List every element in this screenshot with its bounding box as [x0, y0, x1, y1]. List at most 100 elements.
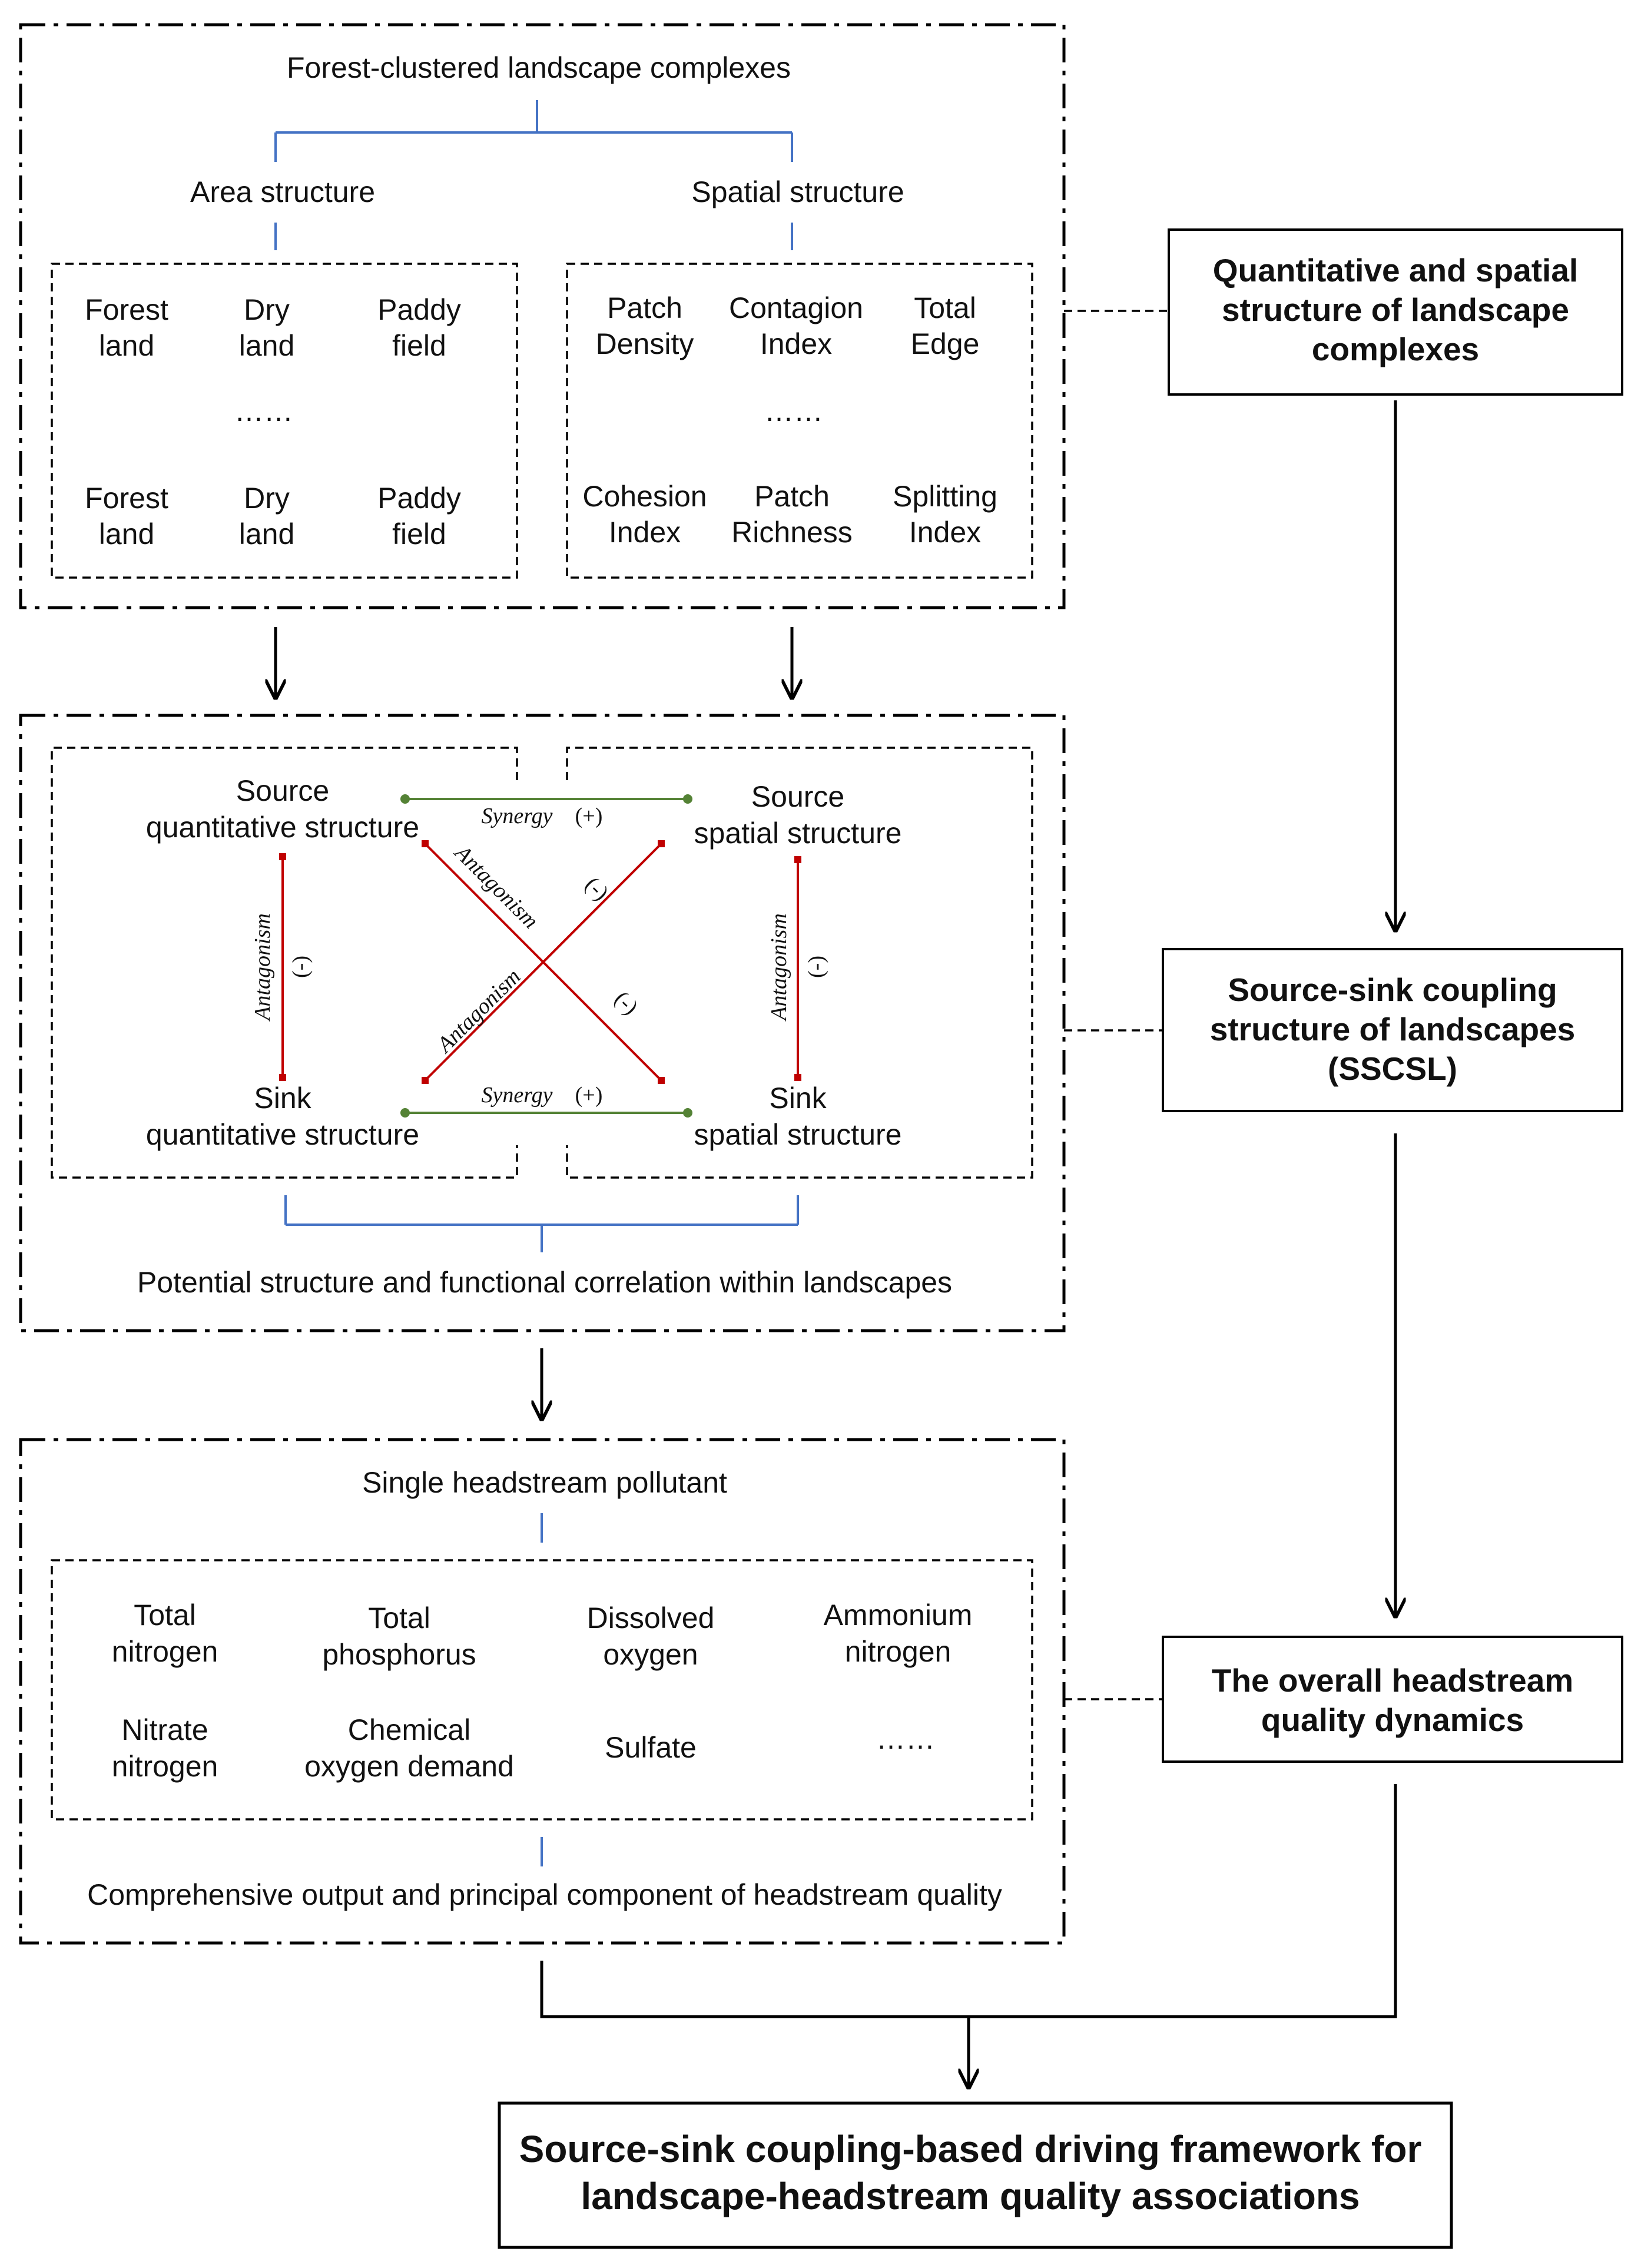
svg-text:Total: Total [914, 291, 976, 324]
antagonism-line-left: Antagonism (-) [250, 853, 316, 1081]
area-item: Dry land [239, 482, 295, 551]
spatial-item: Patch Density [596, 291, 694, 360]
svg-text:field: field [392, 518, 446, 551]
block1-bracket [274, 100, 793, 250]
final-box-line2: landscape-headstream quality association… [581, 2175, 1360, 2217]
svg-text:Paddy: Paddy [377, 293, 461, 326]
source-spatial-node: Source spatial structure [694, 780, 902, 850]
svg-text:Dry: Dry [244, 293, 290, 326]
pollutant-item: Sulfate [605, 1731, 697, 1764]
svg-text:land: land [239, 518, 295, 551]
block2-caption: Potential structure and functional corre… [137, 1266, 952, 1299]
svg-text:quantitative structure: quantitative structure [146, 1118, 419, 1151]
svg-text:Chemical: Chemical [348, 1713, 470, 1746]
final-framework-box [498, 2101, 1453, 2249]
antagonism-line-right: Antagonism (-) [767, 856, 832, 1081]
svg-text:Total: Total [368, 1601, 430, 1634]
svg-text:quality dynamics: quality dynamics [1261, 1702, 1524, 1738]
svg-text:Sink: Sink [769, 1082, 827, 1115]
pollutant-item: Ammonium nitrogen [824, 1599, 973, 1668]
area-item: Forest land [85, 293, 168, 362]
right-box-landscape-structure [1168, 228, 1623, 396]
svg-text:(+): (+) [575, 804, 603, 828]
svg-text:nitrogen: nitrogen [845, 1635, 952, 1668]
svg-text:(-): (-) [580, 872, 614, 906]
synergy-line-top: Synergy (+) [400, 794, 692, 828]
spatial-item: Cohesion Index [582, 480, 707, 549]
block1-title: Forest-clustered landscape complexes [287, 51, 791, 84]
area-item: Dry land [239, 293, 295, 362]
pollutant-item: …… [876, 1722, 935, 1755]
svg-text:Edge: Edge [911, 327, 980, 360]
area-structure-title: Area structure [190, 175, 375, 208]
pollutant-box [51, 1559, 1033, 1821]
svg-text:(-): (-) [609, 986, 643, 1020]
svg-text:oxygen: oxygen [603, 1638, 698, 1671]
spatial-item: Splitting Index [893, 480, 997, 549]
block1-frame [19, 23, 1066, 609]
pollutant-item: Dissolved oxygen [587, 1601, 715, 1671]
sink-quantitative-node: Sink quantitative structure [146, 1082, 419, 1151]
svg-text:The overall headstream: The overall headstream [1212, 1662, 1573, 1699]
block2-frame [19, 714, 1066, 1332]
svg-text:Sink: Sink [254, 1082, 311, 1115]
svg-text:land: land [99, 329, 155, 362]
block2-bracket [284, 1195, 799, 1252]
svg-text:(-): (-) [807, 956, 832, 978]
svg-text:Sulfate: Sulfate [605, 1731, 697, 1764]
pollutant-item: Chemical oxygen demand [304, 1713, 514, 1783]
svg-text:phosphorus: phosphorus [322, 1638, 476, 1671]
svg-text:Nitrate: Nitrate [121, 1713, 208, 1746]
svg-text:Paddy: Paddy [377, 482, 461, 515]
svg-text:Dry: Dry [244, 482, 290, 515]
svg-text:Forest: Forest [85, 482, 168, 515]
svg-text:spatial structure: spatial structure [694, 817, 902, 850]
svg-text:nitrogen: nitrogen [112, 1750, 218, 1783]
svg-text:land: land [239, 329, 295, 362]
area-structure-box [51, 263, 518, 579]
svg-text:spatial structure: spatial structure [694, 1118, 902, 1151]
spatial-item: Contagion Index [729, 291, 863, 360]
source-quantitative-node: Source quantitative structure [146, 774, 419, 844]
svg-text:Patch: Patch [607, 291, 682, 324]
svg-text:Patch: Patch [754, 480, 830, 513]
right-box-headstream-dynamics [1162, 1636, 1623, 1763]
svg-text:Source-sink coupling: Source-sink coupling [1228, 971, 1557, 1008]
svg-text:Source: Source [236, 774, 329, 807]
synergy-line-bottom: Synergy (+) [400, 1083, 692, 1118]
svg-text:Index: Index [609, 516, 681, 549]
svg-text:Index: Index [760, 327, 832, 360]
svg-text:……: …… [876, 1722, 935, 1755]
area-item: Forest land [85, 482, 168, 551]
svg-text:structure of landscape: structure of landscape [1222, 291, 1569, 328]
spatial-item: Total Edge [911, 291, 980, 360]
svg-text:Forest: Forest [85, 293, 168, 326]
block3-frame [19, 1438, 1066, 1945]
right-box-sscsl [1162, 948, 1623, 1112]
pollutant-item: Total phosphorus [322, 1601, 476, 1671]
block3-caption: Comprehensive output and principal compo… [87, 1878, 1002, 1911]
svg-text:Antagonism: Antagonism [449, 839, 543, 933]
spatial-structure-title: Spatial structure [691, 175, 904, 208]
block3-title: Single headstream pollutant [362, 1466, 727, 1499]
svg-text:quantitative structure: quantitative structure [146, 811, 419, 844]
svg-text:Ammonium: Ammonium [824, 1599, 973, 1632]
source-sink-spatial-box [566, 747, 1033, 1179]
final-box-line1: Source-sink coupling-based driving frame… [519, 2128, 1422, 2170]
spatial-structure-box [566, 263, 1033, 579]
svg-text:Source: Source [751, 780, 844, 813]
svg-text:Cohesion: Cohesion [582, 480, 707, 513]
spatial-item: Patch Richness [731, 480, 853, 549]
svg-text:oxygen demand: oxygen demand [304, 1750, 514, 1783]
area-item: Paddy field [377, 293, 461, 362]
svg-text:Synergy: Synergy [482, 804, 553, 828]
svg-text:Dissolved: Dissolved [587, 1601, 715, 1634]
svg-text:Density: Density [596, 327, 694, 360]
svg-text:(SSCSL): (SSCSL) [1328, 1050, 1457, 1087]
pollutant-item: Total nitrogen [112, 1599, 218, 1668]
svg-text:structure of landscapes: structure of landscapes [1210, 1011, 1575, 1047]
svg-text:field: field [392, 329, 446, 362]
area-ellipsis: …… [234, 394, 293, 427]
svg-text:Splitting: Splitting [893, 480, 997, 513]
svg-text:complexes: complexes [1312, 331, 1479, 367]
